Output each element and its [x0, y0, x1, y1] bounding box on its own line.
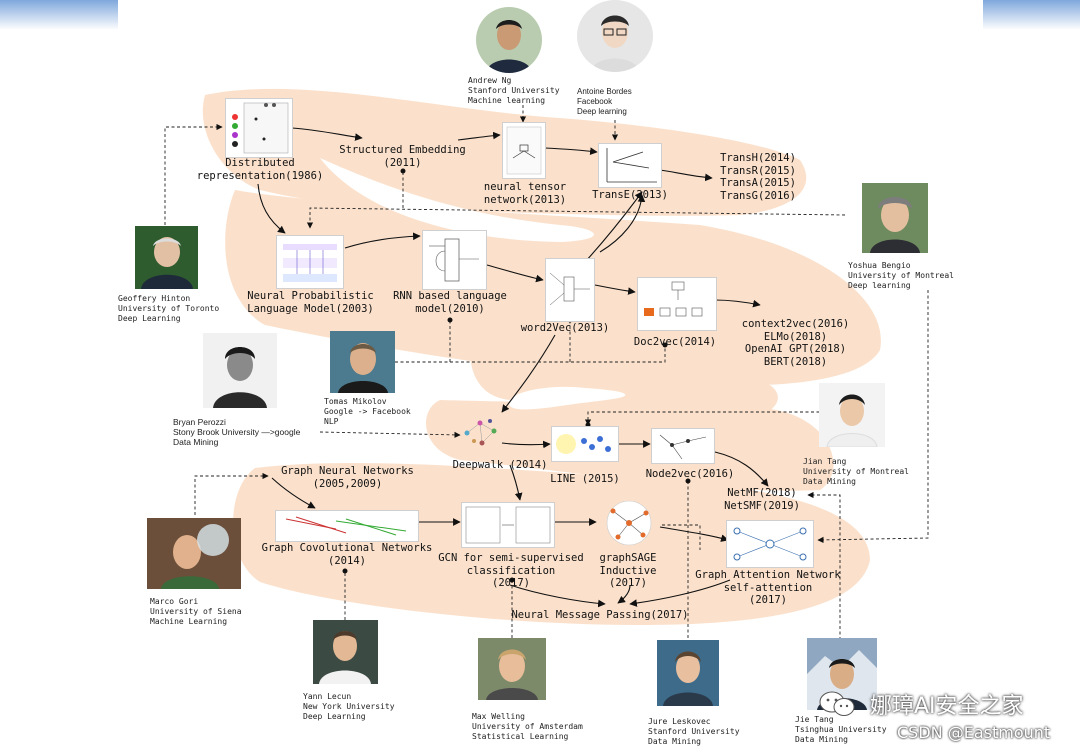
- word2vec-figure: [545, 258, 595, 322]
- node-rnn-language-model: RNN based language model(2010): [393, 290, 507, 315]
- jian-tang-photo: [819, 383, 885, 447]
- node-node2vec: Node2vec(2016): [645, 468, 735, 480]
- caption-yann-lecun: Yann Lecun New York University Deep Lear…: [303, 692, 395, 721]
- geoffery-hinton-photo: [135, 226, 198, 289]
- andrew-ng-photo: [476, 7, 542, 73]
- graphsage-figure: [598, 499, 660, 547]
- jie-tang-photo: [807, 638, 877, 710]
- node-transe: TransE(2013): [592, 189, 668, 201]
- line-figure: [551, 426, 619, 462]
- marco-gori-photo: [147, 518, 241, 589]
- nplm-figure: [276, 235, 344, 289]
- white-swoosh: [320, 158, 626, 410]
- node-distributed-representation: Distributed representation(1986): [196, 157, 324, 182]
- node-neural-message-passing: Neural Message Passing(2017): [511, 609, 689, 621]
- caption-jie-tang: Jie Tang Tsinghua University Data Mining: [795, 715, 887, 744]
- caption-andrew-ng: Andrew Ng Stanford University Machine le…: [468, 76, 560, 105]
- caption-max-welling: Max Welling University of Amsterdam Stat…: [472, 712, 583, 741]
- dashed-arrows: [164, 105, 929, 640]
- node-nplm: Neural Probabilistic Language Model(2003…: [247, 290, 374, 315]
- node-word2vec: word2Vec(2013): [520, 322, 610, 334]
- node-gnn: Graph Neural Networks (2005,2009): [281, 465, 414, 490]
- transe-figure: [598, 143, 662, 188]
- watermark-csdn: CSDN @Eastmount: [897, 723, 1051, 742]
- caption-antoine-bordes: Antoine Bordes Facebook Deep learning: [577, 87, 632, 116]
- deepwalk-figure: [462, 413, 502, 453]
- wechat-icon: [819, 691, 855, 716]
- node-deepwalk: Deepwalk (2014): [452, 459, 548, 471]
- caption-bryan-perozzi: Bryan Perozzi Stony Brook University —>g…: [173, 417, 301, 447]
- node-structured-embedding: Structured Embedding (2011): [339, 144, 466, 169]
- caption-marco-gori: Marco Gori University of Siena Machine L…: [150, 597, 242, 626]
- yann-lecun-photo: [313, 620, 378, 684]
- node-gcn-semi-supervised: GCN for semi-supervised classification (…: [438, 552, 584, 589]
- node-graph-attention: Graph Attention Network self-attention (…: [695, 569, 841, 606]
- max-welling-photo: [478, 638, 546, 700]
- jure-leskovec-photo: [657, 640, 719, 706]
- caption-jian-tang: Jian Tang University of Montreal Data Mi…: [803, 457, 909, 486]
- caption-yoshua-bengio: Yoshua Bengio University of Montreal Dee…: [848, 261, 954, 290]
- node-doc2vec: Doc2vec(2014): [633, 336, 717, 348]
- doc2vec-figure: [637, 277, 717, 331]
- rnn-figure: [422, 230, 487, 290]
- solid-arrows: [257, 127, 769, 608]
- distributed-figure: [225, 98, 293, 158]
- caption-jure-leskovec: Jure Leskovec Stanford University Data M…: [648, 717, 740, 746]
- caption-geoffery-hinton: Geoffery Hinton University of Toronto De…: [118, 294, 220, 323]
- node2vec-figure: [651, 428, 715, 464]
- node-netmf: NetMF(2018) NetSMF(2019): [724, 487, 800, 512]
- node-line: LINE (2015): [550, 473, 620, 485]
- gcn-semi-figure: [461, 502, 555, 548]
- header-band-left: [0, 0, 118, 30]
- node-graphsage: graphSAGE Inductive (2017): [599, 552, 657, 589]
- gcn-conv-figure: [275, 510, 419, 542]
- tomas-mikolov-photo: [330, 331, 395, 393]
- gat-figure: [726, 520, 814, 568]
- node-context2vec-group: context2vec(2016) ELMo(2018) OpenAI GPT(…: [741, 318, 850, 368]
- node-gcn-convolutional: Graph Covolutional Networks (2014): [261, 542, 433, 567]
- caption-tomas-mikolov: Tomas Mikolov Google -> Facebook NLP: [324, 397, 411, 426]
- yoshua-bengio-photo: [862, 183, 928, 253]
- tensor-figure: [502, 122, 546, 179]
- node-trans-family: TransH(2014) TransR(2015) TransA(2015) T…: [720, 152, 796, 202]
- antoine-bordes-photo: [577, 0, 653, 72]
- header-band-right: [983, 0, 1080, 30]
- bryan-perozzi-photo: [203, 333, 277, 408]
- node-neural-tensor-network: neural tensor network(2013): [483, 181, 567, 206]
- watermark-brand: 娜璋AI安全之家: [870, 694, 1024, 719]
